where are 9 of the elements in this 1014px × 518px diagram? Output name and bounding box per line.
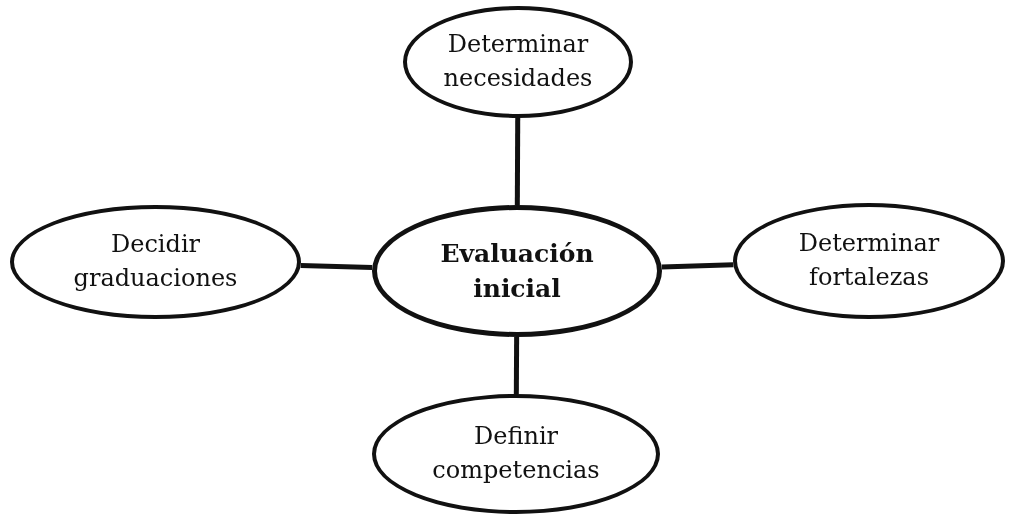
node-label: Decidir graduaciones (72, 229, 239, 294)
connector-line (513, 337, 520, 394)
connector-line (514, 118, 521, 205)
node-label: Evaluación inicial (439, 238, 595, 305)
connector-line (661, 262, 734, 270)
node-label: Definir competencias (431, 421, 601, 486)
node-label: Determinar necesidades (442, 29, 594, 94)
connector-line (300, 263, 373, 270)
node-label: Determinar fortalezas (797, 228, 941, 293)
